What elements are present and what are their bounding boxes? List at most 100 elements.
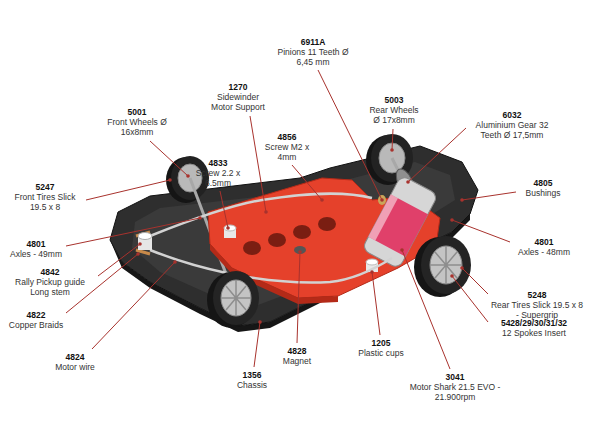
leader-dot bbox=[198, 216, 202, 220]
leader-dot bbox=[400, 248, 404, 252]
leader-dot bbox=[460, 266, 464, 270]
callout-number: 5003 bbox=[365, 95, 423, 105]
pickup-guide bbox=[138, 233, 152, 240]
part-name: Motor wire bbox=[47, 362, 103, 372]
leader-dot bbox=[390, 148, 394, 152]
callout: 4824Motor wire bbox=[47, 352, 103, 372]
part-name: Front Wheels Ø 16x8mm bbox=[106, 117, 168, 137]
callout: 4842Rally Pickup guide Long stem bbox=[5, 267, 95, 298]
callout-number: 5001 bbox=[106, 107, 168, 117]
motor-label bbox=[368, 194, 428, 256]
wheel-rim bbox=[221, 280, 251, 316]
leader-line bbox=[220, 191, 228, 228]
part-name: Bushings bbox=[518, 188, 568, 198]
plastic-cup bbox=[366, 259, 378, 265]
callout-number: 4842 bbox=[5, 267, 95, 277]
callout-number: 4805 bbox=[518, 178, 568, 188]
part-name: Pinions 11 Teeth Ø 6,45 mm bbox=[271, 47, 355, 67]
callout-number: 6032 bbox=[471, 110, 553, 120]
callout: 5001Front Wheels Ø 16x8mm bbox=[106, 107, 168, 138]
leader-dot bbox=[298, 250, 302, 254]
leader-dot bbox=[320, 198, 324, 202]
motor-label-stripe bbox=[368, 194, 398, 240]
part-name: Rear Wheels Ø 17x8mm bbox=[365, 105, 423, 125]
leader-dot bbox=[226, 226, 230, 230]
callout: 4833Screw 2.2 x 6.5mm bbox=[190, 158, 246, 189]
leader-line bbox=[66, 218, 200, 246]
wheel-rim bbox=[430, 246, 462, 284]
leader-dot bbox=[406, 180, 410, 184]
leader-line bbox=[250, 116, 266, 212]
part-name: Chassis bbox=[229, 380, 275, 390]
callout: 4801Axles - 48mm bbox=[513, 237, 575, 257]
support-hole bbox=[293, 225, 311, 239]
part-name: Screw M2 x 4mm bbox=[263, 142, 311, 162]
callout: 4822Copper Braids bbox=[5, 310, 67, 330]
leader-dot bbox=[136, 252, 140, 256]
leader-dot bbox=[258, 320, 262, 324]
callout-number: 5247 bbox=[9, 182, 81, 192]
callout-number: 4828 bbox=[274, 346, 320, 356]
leader-dot bbox=[460, 198, 464, 202]
part-name: Axles - 49mm bbox=[5, 249, 67, 259]
leader-dots bbox=[136, 148, 464, 324]
leader-dot bbox=[186, 174, 190, 178]
leader-dot bbox=[450, 218, 454, 222]
leader-lines bbox=[66, 70, 516, 369]
callout-number: 6911A bbox=[271, 37, 355, 47]
callout: 5247Front Tires Slick 19.5 x 8 bbox=[9, 182, 81, 213]
callout-number: 1356 bbox=[229, 370, 275, 380]
plastic-cup bbox=[224, 225, 236, 231]
part-name: 12 Spokes Insert bbox=[489, 328, 579, 338]
part-name: Front Tires Slick 19.5 x 8 bbox=[9, 192, 81, 212]
callout: 5248Rear Tires Slick 19.5 x 8 - Supergri… bbox=[489, 290, 585, 321]
part-name: Plastic cups bbox=[351, 348, 411, 358]
leader-dot bbox=[264, 210, 268, 214]
leader-line bbox=[402, 250, 450, 369]
leader-line bbox=[86, 180, 170, 200]
support-hole bbox=[268, 233, 286, 247]
callout: 1270Sidewinder Motor Support bbox=[208, 82, 268, 113]
callout: 1356Chassis bbox=[229, 370, 275, 390]
support-hole bbox=[243, 241, 261, 255]
chassis-surface bbox=[132, 162, 455, 310]
callout: 4856Screw M2 x 4mm bbox=[263, 132, 311, 163]
leader-line bbox=[452, 220, 510, 242]
leader-line bbox=[98, 244, 140, 276]
callout-number: 5248 bbox=[489, 290, 585, 300]
leader-dot bbox=[173, 260, 177, 264]
part-name: Copper Braids bbox=[5, 320, 67, 330]
callout: 1205Plastic cups bbox=[351, 338, 411, 358]
callout: 4801Axles - 49mm bbox=[5, 239, 67, 259]
callout: 4828Magnet bbox=[274, 346, 320, 366]
wheel-spokes bbox=[221, 280, 251, 316]
part-name: Rally Pickup guide Long stem bbox=[5, 277, 95, 297]
callout: 5003Rear Wheels Ø 17x8mm bbox=[365, 95, 423, 126]
leader-dot bbox=[370, 270, 374, 274]
callout-number: 4822 bbox=[5, 310, 67, 320]
callout: 3041Motor Shark 21.5 EVO - 21.900rpm bbox=[394, 372, 516, 403]
leader-dot bbox=[450, 274, 454, 278]
part-name: Screw 2.2 x 6.5mm bbox=[190, 168, 246, 188]
leader-line bbox=[297, 252, 300, 343]
tire bbox=[421, 236, 471, 294]
leader-line bbox=[318, 70, 382, 200]
tire bbox=[213, 271, 259, 325]
callout-number: 4801 bbox=[5, 239, 67, 249]
leader-line bbox=[408, 128, 466, 182]
callout-number: 4801 bbox=[513, 237, 575, 247]
leader-line bbox=[452, 276, 488, 322]
leader-line bbox=[254, 322, 260, 367]
leader-line bbox=[392, 129, 393, 150]
callout-number: 4833 bbox=[190, 158, 246, 168]
magnet bbox=[294, 246, 306, 254]
leader-line bbox=[92, 262, 175, 349]
leader-line bbox=[150, 141, 188, 176]
callout: 4805Bushings bbox=[518, 178, 568, 198]
support-hole bbox=[318, 217, 336, 231]
part-name: Rear Tires Slick 19.5 x 8 - Supergrip bbox=[489, 300, 585, 320]
callout-number: 4824 bbox=[47, 352, 103, 362]
callout-number: 5428/29/30/31/32 bbox=[489, 318, 579, 328]
chassis-plate bbox=[110, 146, 478, 326]
callout: 6032Aluminium Gear 32 Teeth Ø 17,5mm bbox=[471, 110, 553, 141]
